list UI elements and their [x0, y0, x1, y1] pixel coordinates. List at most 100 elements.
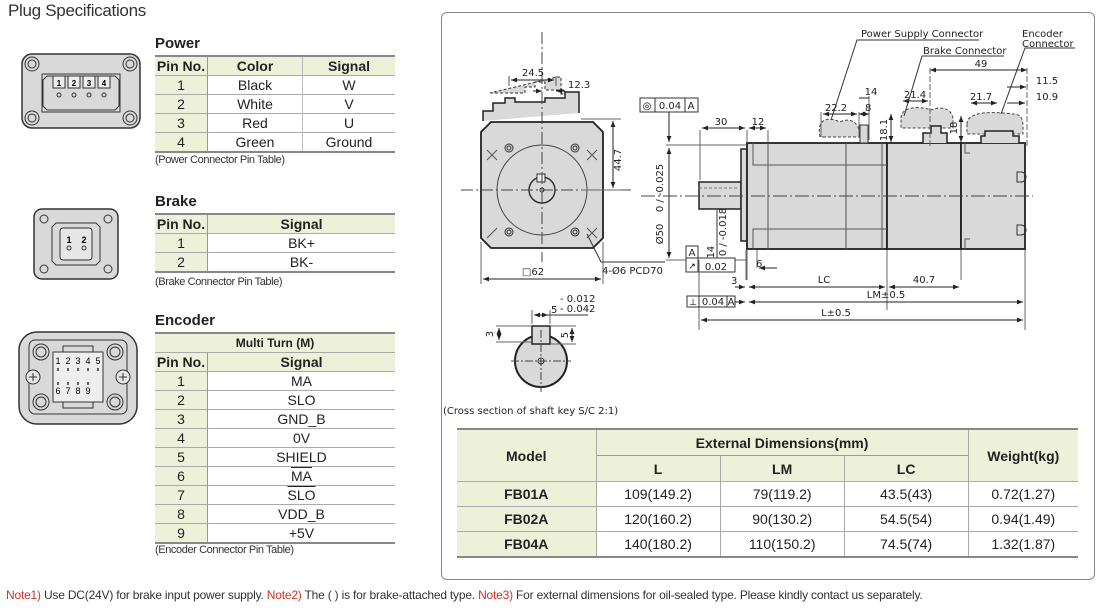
- dim-phi50-tol: 0 / -0.025: [655, 164, 666, 212]
- holes-pcd: 4-Ø6 PCD70: [602, 265, 663, 277]
- power-connector-icon: 1 2 3 4: [21, 53, 141, 129]
- dim-12: 12: [752, 117, 765, 128]
- shaft-key-caption: (Cross section of shaft key S/C 2:1): [443, 406, 618, 417]
- encoder-pin-label: 4: [85, 356, 90, 366]
- brake-pin-label: 2: [81, 235, 86, 245]
- wire-color: Green: [207, 132, 303, 152]
- pin-no: 1: [155, 233, 208, 253]
- dim-lm-value: 79(119.2): [719, 481, 845, 507]
- power-supply-connector-label: Power Supply Connector: [861, 29, 984, 40]
- note-tag: Note2): [266, 588, 302, 602]
- signal: U: [343, 115, 355, 131]
- power-pin-label: 2: [72, 79, 77, 88]
- dim-11-5: 11.5: [1036, 76, 1058, 87]
- dim-30: 30: [715, 117, 728, 128]
- brake-connector-label: Brake Connector: [923, 46, 1007, 57]
- dim-21-4: 21.4: [904, 90, 926, 101]
- dim-square-62: □62: [522, 267, 544, 278]
- signal: V: [344, 96, 354, 112]
- header-signal: Signal: [207, 214, 395, 234]
- key-width-tol-upper: - 0.012: [560, 294, 595, 305]
- wire-color: White: [207, 94, 303, 114]
- pin-no: 2: [155, 94, 208, 114]
- encoder-pin-label: 9: [85, 386, 90, 396]
- pin-no: 4: [155, 428, 208, 448]
- dim-lc-value: 54.5(54): [843, 506, 969, 532]
- encoder-group-header: Multi Turn (M): [155, 333, 395, 353]
- datum-a: A: [689, 248, 696, 259]
- signal-inverted: SLO: [287, 487, 316, 503]
- brake-pin-label: 1: [66, 235, 71, 245]
- weight-value: 0.72(1.27): [967, 481, 1078, 507]
- dim-8: 8: [865, 103, 871, 114]
- header-color: Color: [207, 56, 303, 76]
- key-dim-3: 3: [485, 331, 496, 337]
- table-row: FB01A 109(149.2) 79(119.2) 43.5(43) 0.72…: [457, 481, 1078, 507]
- pin-no: 2: [155, 390, 208, 410]
- pin-no: 1: [155, 371, 208, 391]
- dimension-panel: [441, 12, 1095, 580]
- header-pin-no: Pin No.: [155, 56, 208, 76]
- encoder-connector-icon: 1 2 3 4 5 6 7 8 9: [18, 331, 138, 425]
- table-row: 9+5V: [155, 523, 395, 543]
- dim-49: 49: [975, 59, 988, 70]
- pin-no: 2: [155, 252, 208, 272]
- side-view: ◎ 0.04 A Ø50 0 / -0.025 Ø14 0 / -0.018: [639, 29, 1075, 330]
- signal: 0V: [292, 430, 311, 446]
- encoder-section-title: Encoder: [155, 312, 216, 329]
- concentricity-datum: A: [688, 101, 695, 112]
- table-row: FB02A 120(160.2) 90(130.2) 54.5(54) 0.94…: [457, 506, 1078, 532]
- note-text: For external dimensions for oil-sealed t…: [512, 588, 923, 602]
- signal: SLO: [287, 392, 316, 408]
- dim-phi14-tol: 0 / -0.018: [718, 208, 729, 256]
- dim-l: L±0.5: [821, 308, 851, 319]
- encoder-pin-label: 1: [55, 356, 60, 366]
- signal: Ground: [325, 134, 373, 150]
- encoder-pin-label: 6: [55, 386, 60, 396]
- wire-color: Red: [207, 113, 303, 133]
- dim-6: 6: [756, 259, 762, 270]
- pin-no: 8: [155, 504, 208, 524]
- perpendicular-icon: ⊥: [689, 297, 697, 307]
- pin-no: 4: [155, 132, 208, 152]
- pin-no: 1: [155, 75, 208, 95]
- dim-phi50: Ø50: [654, 224, 666, 245]
- encoder-pin-label: 5: [95, 356, 100, 366]
- table-row: FB04A 140(180.2) 110(150.2) 74.5(74) 1.3…: [457, 531, 1078, 557]
- pin-no: 5: [155, 447, 208, 467]
- header-model: Model: [457, 429, 596, 482]
- header-external-dimensions: External Dimensions(mm): [595, 429, 969, 456]
- wire-color: Black: [207, 75, 303, 95]
- encoder-connector-label-line2: Connector: [1022, 39, 1074, 50]
- model: FB02A: [457, 506, 596, 532]
- key-dim-5: 5: [560, 332, 571, 338]
- note-tag: Note3): [478, 588, 513, 602]
- dim-lm-value: 90(130.2): [719, 506, 845, 532]
- encoder-connector-label-line1: Encoder: [1022, 29, 1064, 40]
- footnotes: Note1) Use DC(24V) for brake input power…: [6, 588, 923, 602]
- weight-value: 0.94(1.49): [967, 506, 1078, 532]
- shaft-key-section: 5 - 0.012 - 0.042 3 5 (Cross section of …: [443, 294, 618, 417]
- header-pin-no: Pin No.: [155, 352, 208, 372]
- brake-table-caption: (Brake Connector Pin Table): [155, 276, 283, 288]
- signal: W: [342, 77, 356, 93]
- table-row: 4 0V: [155, 428, 395, 448]
- front-view: 24.5 12.3 44.7 □62 4-Ø6 PCD70: [461, 32, 665, 284]
- header-weight: Weight(kg): [967, 429, 1078, 482]
- header-lm: LM: [719, 455, 845, 482]
- signal: VDD_B: [278, 506, 325, 522]
- table-row: 2 SLO: [155, 390, 395, 410]
- power-pin-label: 1: [57, 79, 62, 88]
- brake-connector-icon: 1 2: [33, 208, 119, 280]
- encoder-pin-label: 8: [75, 386, 80, 396]
- concentricity-value: 0.04: [659, 101, 681, 112]
